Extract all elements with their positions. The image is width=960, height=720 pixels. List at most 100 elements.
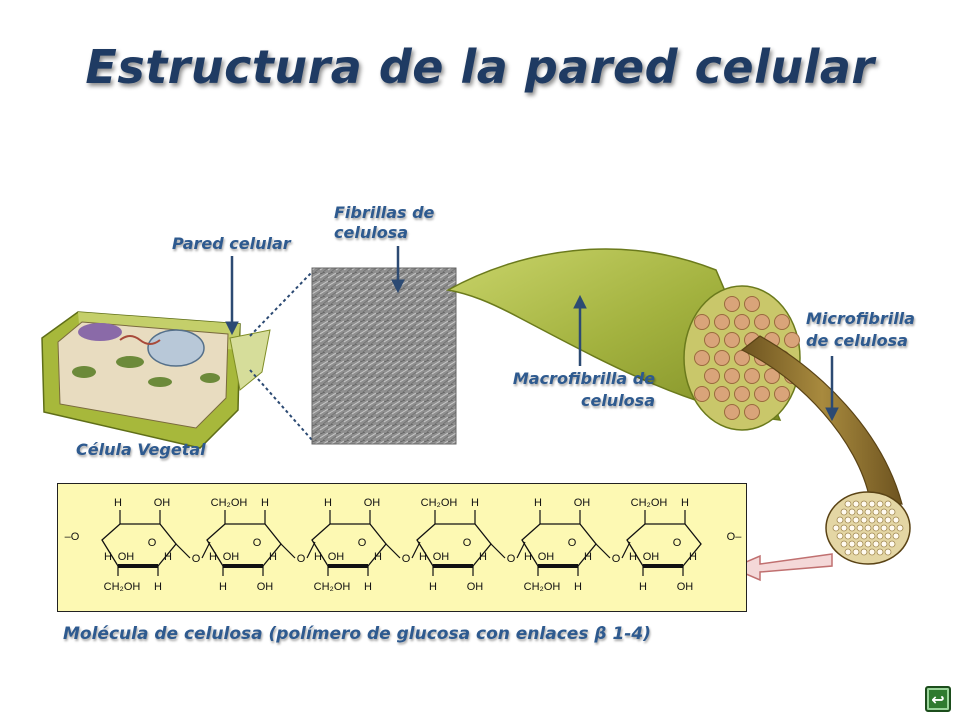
bond-line [306, 541, 316, 559]
cellulose-chain-dot [876, 516, 884, 524]
cellulose-chain-dot [856, 540, 864, 548]
molecule-caption-end: 1-4) [606, 624, 651, 644]
atom-label: O [253, 537, 262, 549]
cellulose-chain-dot [852, 500, 860, 508]
cellulose-chain-dot [896, 524, 904, 532]
atom-label: O [463, 537, 472, 549]
fibril-cross-section [704, 368, 720, 384]
cellulose-chain-dot [872, 524, 880, 532]
atom-label: H [219, 581, 227, 593]
cellulose-chain-dot [844, 548, 852, 556]
atom-label: O [402, 553, 411, 565]
atom-label: H [689, 551, 697, 563]
atom-label: OH [433, 551, 450, 563]
fibril-cross-section [714, 350, 730, 366]
atom-label: O [297, 553, 306, 565]
label-celula-vegetal: Célula Vegetal [76, 440, 206, 459]
cellulose-chain-dot [848, 508, 856, 516]
cellulose-chain-dot [852, 516, 860, 524]
label-fibrillas-line1: Fibrillas de [334, 203, 435, 222]
bond-line [595, 543, 611, 559]
fibril-cross-section [754, 386, 770, 402]
cellulose-chain-dot [840, 540, 848, 548]
cellulose-chain-dot [856, 508, 864, 516]
atom-label: H [429, 581, 437, 593]
cellulose-chain-dot [864, 508, 872, 516]
bond-line [201, 541, 211, 559]
bond-line [516, 541, 526, 559]
atom-label: OH [677, 581, 694, 593]
atom-label: CH₂OH [631, 497, 668, 509]
atom-label: OH [257, 581, 274, 593]
atom-label: O [358, 537, 367, 549]
atom-label: OH [328, 551, 345, 563]
molecule-caption: Molécula de celulosa (polímero de glucos… [63, 624, 651, 644]
bond-line [385, 543, 401, 559]
cellulose-chain-dot [876, 532, 884, 540]
atom-label: H [114, 497, 122, 509]
atom-label: OH [467, 581, 484, 593]
cellulose-chain-dot [860, 532, 868, 540]
bond-line [280, 543, 296, 559]
atom-label: OH [223, 551, 240, 563]
cellulose-chain-dot [892, 532, 900, 540]
atom-label: H [104, 551, 112, 563]
atom-label: H [574, 581, 582, 593]
atom-label: O [612, 553, 621, 565]
atom-label: OH [154, 497, 171, 509]
atom-label: O [192, 553, 201, 565]
atom-label: H [524, 551, 532, 563]
atom-label: H [209, 551, 217, 563]
atom-label: H [479, 551, 487, 563]
atom-label: H [164, 551, 172, 563]
atom-label: OH [118, 551, 135, 563]
cellulose-chain-dot [844, 532, 852, 540]
bond-line [490, 543, 506, 559]
cellulose-chain-dot [876, 548, 884, 556]
cellulose-chain-dot [852, 532, 860, 540]
cellulose-chain-dot [872, 540, 880, 548]
cellulose-chain-dot [888, 508, 896, 516]
atom-label: H [154, 581, 162, 593]
atom-label: CH₂OH [104, 581, 141, 593]
cellulose-chain-dot [840, 508, 848, 516]
label-macrofibrilla-line2: celulosa [580, 391, 655, 410]
fibril-cross-section [734, 314, 750, 330]
cellulose-chain-dot [888, 524, 896, 532]
microfibril-illustration [740, 335, 911, 565]
atom-label: O [148, 537, 157, 549]
cellulose-chain-dot [868, 500, 876, 508]
cellulose-chain-dot [832, 524, 840, 532]
cellulose-chain-dot [860, 500, 868, 508]
label-fibrillas-line2: celulosa [334, 223, 409, 242]
cellulose-chain-dot [872, 508, 880, 516]
atom-label: H [629, 551, 637, 563]
return-icon[interactable]: ↩ [925, 686, 951, 712]
bond-line [411, 541, 421, 559]
fibril-cross-section [704, 332, 720, 348]
atom-label: CH₂OH [211, 497, 248, 509]
atom-label: H [269, 551, 277, 563]
fibril-cross-section [724, 296, 740, 312]
cellulose-chain-dot [864, 524, 872, 532]
atom-label: H [639, 581, 647, 593]
cellulose-chain-dot [860, 516, 868, 524]
zoom-line-top [249, 271, 313, 337]
bond-line [621, 541, 631, 559]
cellulose-chain-dot [848, 540, 856, 548]
cellulose-chain-dot [856, 524, 864, 532]
bond-line [175, 543, 191, 559]
macrofibril-illustration [445, 248, 801, 431]
label-microfibrilla-line1: Microfibrilla [806, 309, 915, 328]
beta-symbol: β [594, 624, 607, 644]
label-macrofibrilla-line1: Macrofibrilla de [512, 369, 655, 388]
atom-label: H [314, 551, 322, 563]
cellulose-chain-dot [836, 532, 844, 540]
fibril-cross-section [764, 368, 780, 384]
atom-label: H [374, 551, 382, 563]
pointer-arrows [225, 246, 839, 422]
atom-label: OH [364, 497, 381, 509]
fibril-cross-section [694, 350, 710, 366]
label-microfibrilla-line2: de celulosa [806, 331, 908, 350]
